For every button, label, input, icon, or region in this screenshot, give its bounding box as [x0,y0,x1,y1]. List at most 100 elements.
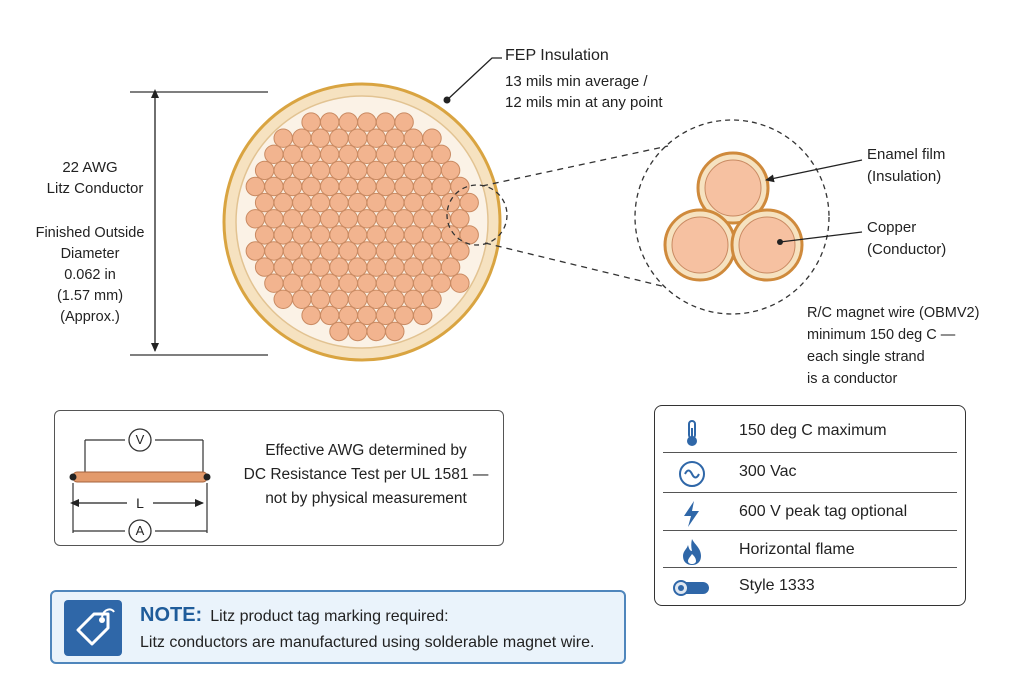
strand [282,176,303,197]
copper-label-1: Copper [867,219,917,236]
strand [403,128,424,148]
strand [254,160,275,181]
rating-row-temperature: 150 deg C maximum [655,414,965,451]
strand [264,273,284,293]
rating-row-style: Style 1333 [655,569,965,606]
resistance-test-line-3: not by physical measurement [265,490,467,507]
strand [357,241,377,261]
strand [366,192,386,213]
length-label: L [136,495,144,511]
flame-icon [683,539,701,565]
strand [422,192,442,213]
probe-right [203,473,211,481]
voltmeter-label: V [135,432,145,447]
strand [403,192,424,213]
strand [375,209,396,229]
strand [310,160,331,181]
zoom-source-circle [446,184,508,246]
diameter-label-1: Finished Outside [35,225,145,241]
strand [375,241,396,261]
magnified-strand-right [730,208,804,282]
strand [347,192,368,213]
strand [338,176,358,197]
strand [329,321,349,342]
magnet-wire-note-2: minimum 150 deg C — [807,327,956,343]
strand [431,241,451,261]
strand [338,144,358,165]
strand [347,289,368,309]
strand [366,257,386,277]
strand [431,176,451,197]
note-headline: NOTE:Litz product tag marking required: [140,604,449,627]
strand [413,273,433,293]
strand [385,289,405,309]
strand [375,273,396,293]
strand [264,144,284,165]
strand [320,305,340,326]
strand [366,321,386,342]
fep-leader-dot [443,96,451,104]
strand [366,225,386,245]
strand [347,321,368,342]
strand [394,305,414,326]
strand [394,144,414,165]
strand [385,160,405,181]
fep-insulation-title: FEP Insulation [505,47,609,64]
strand [375,144,396,165]
strand [450,241,470,261]
ac-wave-icon [679,461,705,487]
strand [292,225,312,245]
rating-row-peak: 600 V peak tag optional [655,495,965,532]
strand [394,209,414,229]
strand [338,112,358,132]
strand [301,305,321,326]
rating-label-flame: Horizontal flame [739,541,855,558]
enamel-label-1: Enamel film [867,146,946,163]
rating-row-flame: Horizontal flame [655,533,965,570]
zoom-line-top [481,145,669,187]
zoom-line-bottom [484,242,667,288]
magnet-wire-note-3: each single strand [807,349,925,365]
strand [292,257,312,277]
strand [329,192,349,213]
strand [310,128,331,148]
strand [413,144,433,165]
strand [422,257,442,277]
copper-leader-line [779,231,863,243]
strand [282,209,303,229]
strand [320,144,340,165]
strand [347,128,368,148]
rating-separator [663,452,957,453]
strand [329,160,349,181]
strand [301,241,321,261]
strand [282,241,303,261]
strand [413,241,433,261]
strand [385,257,405,277]
strand [292,289,312,309]
lightning-icon [684,501,699,527]
strand [375,305,396,326]
strand [301,176,321,197]
rating-separator [663,492,957,493]
strand [422,225,442,245]
conductor-type: Litz Conductor [46,180,144,197]
strand [338,241,358,261]
resistance-test-card: V L A Effective AWG determined by DC Res… [54,410,504,546]
note-tag-icon [64,600,122,656]
thermometer-icon [687,420,697,446]
strand [375,112,396,132]
strand [394,176,414,197]
strand [431,144,451,165]
strand [366,128,386,148]
strand [320,112,340,132]
enamel-label-2: (Insulation) [867,168,942,185]
magnet-wire-note-1: R/C magnet wire (OBMV2) [807,305,980,321]
strand [301,112,321,132]
magnified-strand-left [663,208,737,282]
strand [245,176,266,197]
strand [254,192,275,213]
litz-strands [245,112,479,342]
strand [394,241,414,261]
strand [431,273,451,293]
strand [357,112,377,132]
